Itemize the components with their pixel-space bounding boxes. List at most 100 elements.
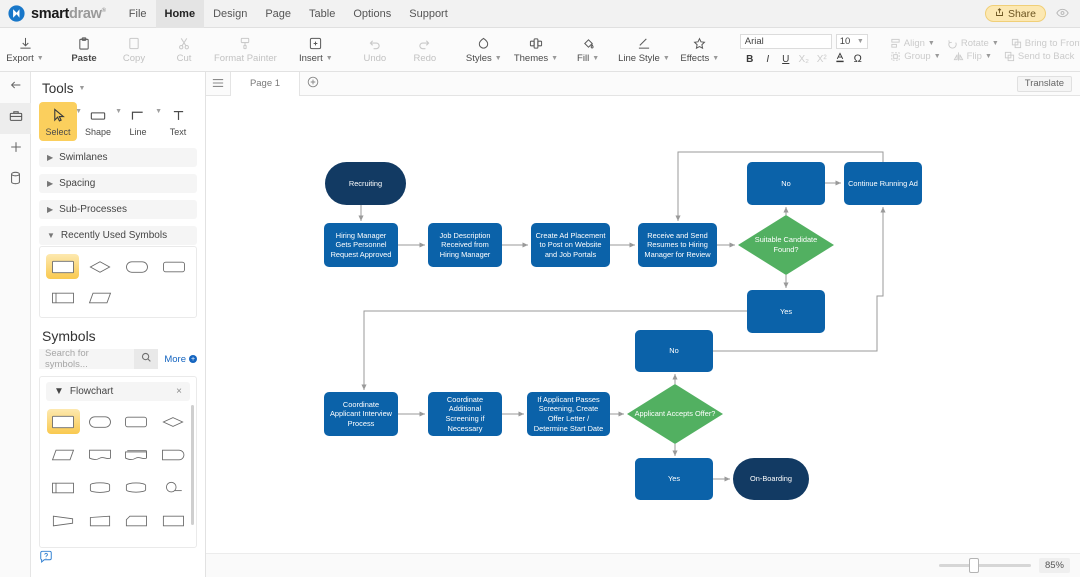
zoom-slider[interactable] (938, 558, 1031, 573)
menu-item-design[interactable]: Design (213, 7, 248, 20)
back-button[interactable] (0, 72, 31, 103)
redo-button[interactable]: Redo (400, 28, 450, 72)
symbol-bowtie[interactable] (47, 508, 80, 533)
flow-node-on-boarding[interactable]: On-Boarding (733, 458, 809, 500)
recent-symbol-parallelogram[interactable] (83, 285, 116, 310)
superscript-button[interactable]: X² (816, 53, 827, 65)
accordion-spacing[interactable]: ▶ Spacing (39, 174, 197, 193)
insert-symbol-button[interactable]: Ω (849, 52, 866, 67)
symbol-connector[interactable] (156, 475, 189, 500)
symbol-diamond[interactable] (156, 409, 189, 434)
italic-button[interactable]: I (766, 53, 770, 65)
flip-button[interactable]: Flip ▼ (947, 51, 998, 62)
symbol-panel-scrollbar[interactable] (191, 405, 194, 525)
recent-symbol-terminator[interactable] (120, 254, 153, 279)
rotate-button[interactable]: Rotate ▼ (941, 38, 1005, 49)
toolbox-button[interactable] (0, 103, 31, 134)
symbol-search-input[interactable]: Search for symbols... (39, 348, 135, 370)
symbol-stored-data[interactable] (120, 475, 153, 500)
flow-node-suitable-candidate[interactable]: Suitable Candidate Found? (738, 215, 834, 275)
accordion-sub-processes[interactable]: ▶ Sub-Processes (39, 200, 197, 219)
flow-node-coordinate-screening[interactable]: Coordinate Additional Screening if Neces… (428, 392, 502, 436)
format-painter-button[interactable]: Format Painter (209, 28, 282, 72)
tool-line[interactable]: Line ▼ (119, 102, 162, 141)
page-tab-1[interactable]: Page 1 (230, 71, 300, 96)
accordion-swimlanes[interactable]: ▶ Swimlanes (39, 148, 197, 167)
symbol-document[interactable] (83, 442, 116, 467)
symbol-multi-document[interactable] (120, 442, 153, 467)
more-symbols-link[interactable]: More + (164, 354, 197, 365)
line-style-button[interactable]: Line Style▼ (613, 28, 675, 72)
flow-node-accepts-no[interactable]: No (635, 330, 713, 372)
styles-button[interactable]: Styles▼ (459, 28, 509, 72)
flow-node-suitable-yes[interactable]: Yes (747, 290, 825, 333)
export-button[interactable]: Export▼ (0, 28, 50, 72)
help-button[interactable] (39, 550, 53, 569)
subscript-button[interactable]: X₂ (798, 53, 810, 65)
close-icon[interactable]: × (176, 386, 182, 397)
symbol-rounded-rect[interactable] (120, 409, 153, 434)
flow-node-receive-send-resumes[interactable]: Receive and Send Resumes to Hiring Manag… (638, 223, 717, 267)
cut-button[interactable]: Cut (159, 28, 209, 72)
paste-button[interactable]: Paste (59, 28, 109, 72)
zoom-percent-label[interactable]: 85% (1038, 558, 1070, 573)
symbol-trapezoid[interactable] (83, 508, 116, 533)
effects-button[interactable]: Effects▼ (675, 28, 725, 72)
recent-symbol-diamond[interactable] (83, 254, 116, 279)
symbol-terminator[interactable] (83, 409, 116, 434)
themes-button[interactable]: Themes▼ (509, 28, 563, 72)
tool-shape[interactable]: Shape ▼ (79, 102, 122, 141)
menu-item-table[interactable]: Table (309, 7, 336, 20)
insert-button[interactable]: Insert▼ (291, 28, 341, 72)
bold-button[interactable]: B (746, 53, 754, 65)
undo-button[interactable]: Undo (350, 28, 400, 72)
flow-node-create-ad-placement[interactable]: Create Ad Placement to Post on Website a… (531, 223, 610, 267)
send-to-back-button[interactable]: Send to Back (998, 51, 1080, 62)
flow-node-recruiting[interactable]: Recruiting (325, 162, 406, 205)
add-page-button[interactable] (300, 72, 326, 96)
menu-item-home[interactable]: Home (155, 0, 205, 28)
data-button[interactable] (0, 165, 31, 196)
copy-button[interactable]: Copy (109, 28, 159, 72)
menu-item-options[interactable]: Options (353, 7, 392, 20)
symbol-hexagon[interactable] (83, 541, 116, 547)
flow-node-applicant-accepts[interactable]: Applicant Accepts Offer? (627, 384, 723, 444)
preview-button[interactable] (1052, 5, 1072, 22)
symbol-delay[interactable] (156, 442, 189, 467)
tool-text[interactable]: Text (159, 102, 197, 141)
menu-item-page[interactable]: Page (265, 7, 292, 20)
symbol-card[interactable] (120, 508, 153, 533)
font-size-select[interactable]: 10 ▼ (835, 33, 868, 49)
symbol-process-rect[interactable] (46, 409, 80, 434)
symbol-predefined-process[interactable] (47, 475, 80, 500)
add-button[interactable] (0, 134, 31, 165)
symbol-wave[interactable] (47, 541, 80, 547)
menu-item-file[interactable]: File (128, 7, 147, 20)
symbol-parallelogram[interactable] (47, 442, 80, 467)
font-family-input[interactable]: Arial (739, 33, 832, 49)
flow-node-continue-running-ad[interactable]: Continue Running Ad (844, 162, 922, 205)
symbol-library-header[interactable]: ▼ Flowchart × (46, 382, 190, 401)
tool-select[interactable]: Select ▼ (39, 102, 82, 141)
diagram-canvas[interactable]: Recruiting Hiring Manager Gets Personnel… (206, 96, 1080, 553)
symbol-manual-input[interactable] (156, 541, 189, 547)
symbol-manual-operation[interactable] (120, 541, 153, 547)
flow-node-offer-letter[interactable]: If Applicant Passes Screening, Create Of… (527, 392, 610, 436)
recent-symbol-process-rect[interactable] (46, 254, 79, 279)
menu-item-support[interactable]: Support (409, 7, 448, 20)
group-button[interactable]: Group ▼ (884, 51, 946, 62)
symbol-search-button[interactable] (134, 349, 159, 369)
text-color-button[interactable] (831, 52, 848, 67)
flow-node-suitable-no[interactable]: No (747, 162, 825, 205)
fill-button[interactable]: Fill▼ (563, 28, 613, 72)
page-menu-button[interactable] (206, 72, 230, 96)
flow-node-coordinate-interview[interactable]: Coordinate Applicant Interview Process (324, 392, 398, 436)
tools-panel-title[interactable]: Tools ▼ (31, 72, 205, 102)
translate-button[interactable]: Translate (1016, 75, 1072, 92)
flow-node-accepts-yes[interactable]: Yes (635, 458, 713, 500)
flow-node-hiring-manager-request[interactable]: Hiring Manager Gets Personnel Request Ap… (324, 223, 398, 267)
underline-button[interactable]: U (782, 53, 790, 65)
align-button[interactable]: Align ▼ (884, 38, 941, 49)
bring-to-front-button[interactable]: Bring to Front (1005, 38, 1080, 49)
recent-symbol-predefined-process[interactable] (46, 285, 79, 310)
